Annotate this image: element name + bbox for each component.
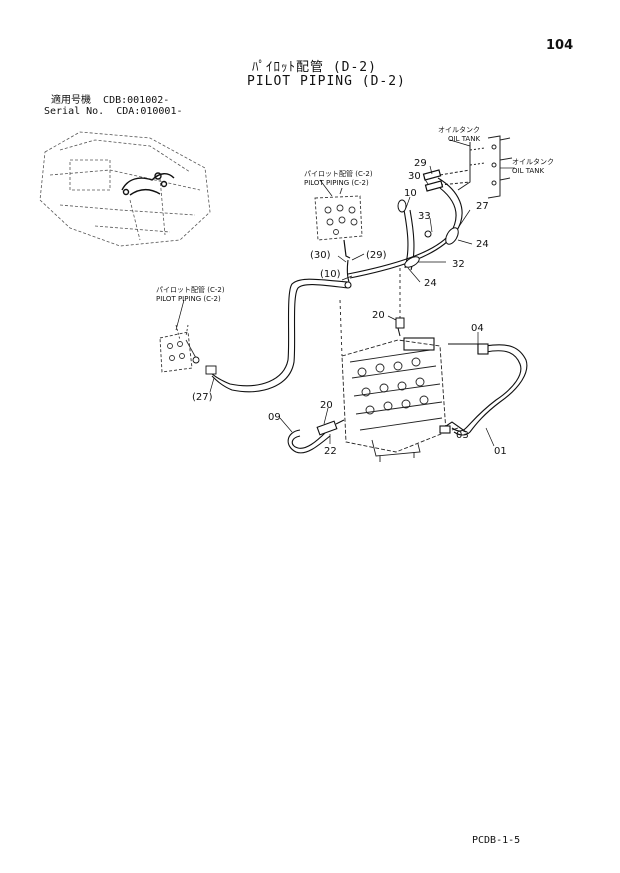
serial-label-en: Serial No. xyxy=(44,106,105,117)
callout-27: 27 xyxy=(476,201,489,212)
note-pilot-c2-jp-left: パイロット配管 (C-2) xyxy=(156,285,225,294)
serial-value-cdb: CDB:001002- xyxy=(103,95,170,106)
callout-10: 10 xyxy=(404,188,417,199)
note-pilot-c2-jp-upper: パイロット配管 (C-2) xyxy=(304,169,373,178)
callout-24-right: 24 xyxy=(476,239,489,250)
callout-20-upper: 20 xyxy=(372,310,385,321)
callout-04: 04 xyxy=(471,323,484,334)
callout-22: 22 xyxy=(324,446,337,457)
excavator-highlight xyxy=(121,172,175,196)
callout-09: 09 xyxy=(268,412,281,423)
pilot-hose-left xyxy=(209,278,352,393)
callout-10-ref: (10) xyxy=(320,269,341,280)
fitting-20-top xyxy=(395,317,405,337)
excavator-thumbnail xyxy=(39,131,211,247)
serial-label-jp: 適用号機 xyxy=(51,95,91,106)
footer-code: PCDB-1-5 xyxy=(472,835,521,846)
serial-line-2: Serial No. CDA:010001- xyxy=(44,106,183,117)
hose-09 xyxy=(287,419,345,454)
hose-clamps xyxy=(397,199,459,268)
pilot-valve-left xyxy=(159,324,217,375)
serial-value-cda: CDA:010001- xyxy=(116,106,183,117)
callout-27-ref: (27) xyxy=(192,392,213,403)
control-valve-block xyxy=(339,268,447,462)
note-oil-tank-jp-2: オイルタンク xyxy=(512,157,554,166)
serial-line-1: 適用号機 CDB:001002- xyxy=(51,95,169,106)
note-oil-tank-en-2: OIL TANK xyxy=(512,167,544,175)
callout-32: 32 xyxy=(452,259,465,270)
callout-01: 01 xyxy=(494,446,507,457)
note-oil-tank-jp-1: オイルタンク xyxy=(438,125,480,134)
note-pilot-c2-en-upper: PILOT PIPING (C-2) xyxy=(304,179,369,187)
callout-33: 33 xyxy=(418,211,431,222)
callout-20-lower: 20 xyxy=(320,400,333,411)
callout-03: 03 xyxy=(456,430,469,441)
leader-lines xyxy=(175,139,515,447)
oil-tank-bracket xyxy=(439,135,513,199)
callout-30-ref: (30) xyxy=(310,250,331,261)
callout-29-upper: 29 xyxy=(414,158,427,169)
callout-24-lower: 24 xyxy=(424,278,437,289)
note-oil-tank-en-1: OIL TANK xyxy=(448,135,480,143)
callout-30-upper: 30 xyxy=(408,171,421,182)
note-pilot-c2-en-left: PILOT PIPING (C-2) xyxy=(156,295,221,303)
pipe-01 xyxy=(439,343,528,436)
pilot-valve-upper xyxy=(314,187,363,259)
page-number: 104 xyxy=(546,38,574,53)
oil-tank-fittings xyxy=(422,169,444,192)
page-title: PILOT PIPING (D-2) xyxy=(247,74,406,89)
page-title-japanese: ﾊﾟｲﾛｯﾄ配管 (D-2) xyxy=(252,60,377,75)
callout-29-ref: (29) xyxy=(366,250,387,261)
